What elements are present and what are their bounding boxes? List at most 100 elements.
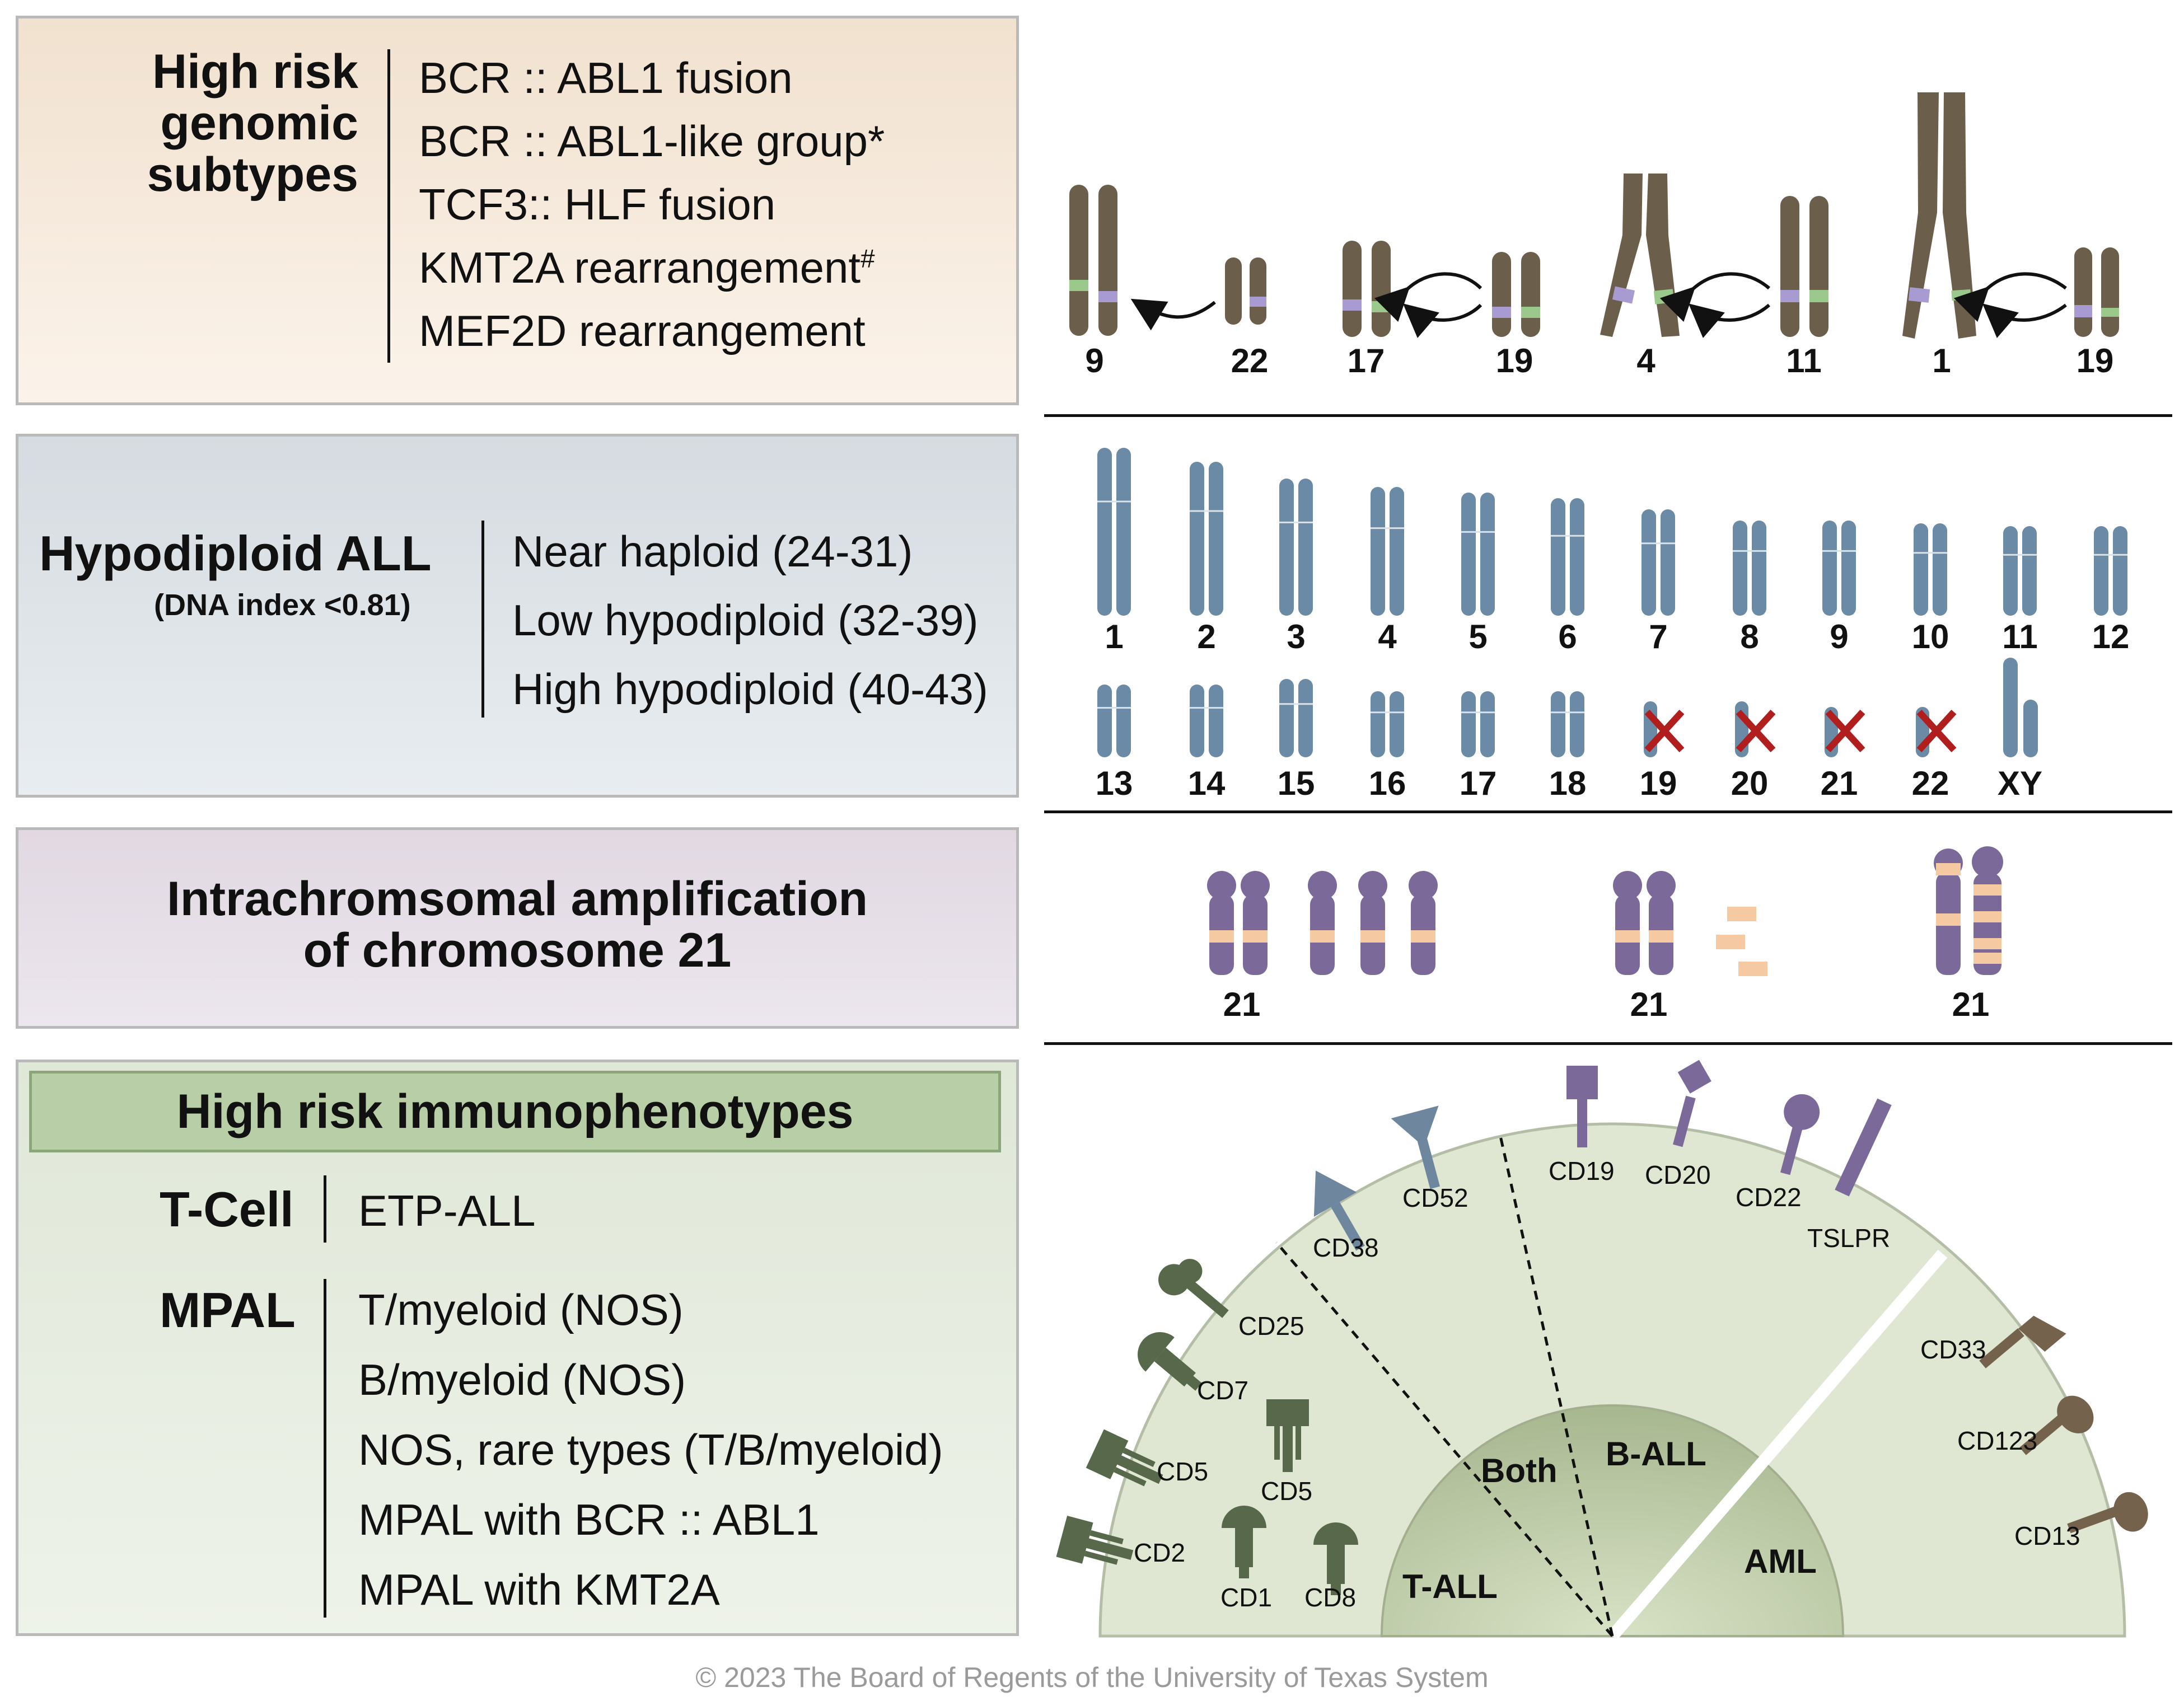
chromosome-label: 4 [1636,342,1655,379]
surface-marker-icon [1086,1429,1163,1487]
lineage-zone-label: Both [1481,1452,1558,1489]
chromosome-icon [1461,493,1495,616]
immunophenotype-panel [16,1060,1019,1636]
marker-label: CD1 [1220,1583,1272,1612]
mpal-item: MPAL with BCR :: ABL1 [358,1495,820,1544]
genomic-heading-line: subtypes [147,148,358,201]
tcell-label: T-Cell [160,1182,294,1237]
surface-marker-icon [1313,1522,1358,1595]
chromosome-label: 19 [2077,342,2114,379]
cross-icon [1825,709,1865,753]
chromosome-icon [1822,521,1856,616]
chromosome-label: 9 [1085,342,1103,379]
chromosome-icon [1551,691,1584,757]
chromosome-21-icon [1207,871,1236,975]
surface-marker-icon [2067,1492,2148,1534]
chromosome-label: 7 [1649,618,1667,655]
marker-label: CD19 [1549,1156,1615,1185]
mpal-label: MPAL [160,1282,296,1338]
chromosome-label: 14 [1188,765,1226,802]
chromosome-21-icon [1358,871,1387,975]
surface-marker-icon [1979,1315,2066,1368]
surface-marker-icon [1673,1060,1711,1147]
chromosome-label: 1 [1105,618,1123,655]
marker-label: CD8 [1304,1583,1356,1612]
chromosome-label: 17 [1348,342,1385,379]
hypodiploid-item: Low hypodiploid (32-39) [512,596,979,645]
chromosome-21-icon [1409,871,1438,975]
amplified-fragments [1716,907,1767,976]
chromosome-icon [1461,691,1495,757]
separator-line [1044,1042,2172,1045]
surface-marker-icon [1835,1098,1892,1197]
hypodiploid-divider [481,521,484,718]
surface-marker-icon [1222,1506,1266,1578]
chromosome-label: 21 [1821,765,1858,802]
surface-marker-icon [1566,1066,1598,1147]
chromosome-label: 4 [1378,618,1397,655]
hypodiploid-item: High hypodiploid (40-43) [512,664,988,714]
lineage-zone-label: B-ALL [1606,1435,1706,1473]
marker-label: CD5 [1157,1457,1208,1486]
chromosome-icon [1641,509,1675,616]
mpal-item: MPAL with KMT2A [358,1565,720,1614]
genomic-item-text: KMT2A rearrangement [419,243,861,292]
surface-marker-icon [1158,1259,1229,1318]
hypodiploid-heading: Hypodiploid ALL [39,526,432,581]
chromosome-pair-icon [1343,241,1540,337]
chromosome-icon [1371,487,1404,616]
immunophenotype-heading-bar [29,1071,1001,1152]
chromosome-icon [1279,679,1313,757]
chromosome-label: 12 [2092,618,2130,655]
chromosome-label: 5 [1469,618,1487,655]
chromosome-label: 3 [1287,618,1305,655]
chromosome-21-icon [1613,871,1642,975]
immunophenotype-heading: High risk immunophenotypes [176,1085,854,1138]
iamp21-heading-line: Intrachromsomal amplification [166,872,868,926]
iamp21-panel [16,827,1019,1029]
genomic-item: TCF3:: HLF fusion [419,180,776,229]
marker-label: CD7 [1197,1376,1248,1405]
hypodiploid-panel [16,434,1019,798]
genomic-item: BCR :: ABL1 fusion [419,53,793,102]
chromosome-label: 19 [1496,342,1533,379]
chromosome-label: 17 [1460,765,1497,802]
chromosome-icon [1097,448,1131,616]
chromosome-label: 2 [1197,618,1215,655]
chromosome-label: 10 [1912,618,1949,655]
separator-line [1044,810,2172,813]
surface-marker-icon [1266,1399,1309,1472]
marker-label: CD5 [1261,1477,1312,1506]
genomic-item: MEF2D rearrangement [419,306,866,355]
iamp21-heading: Intrachromsomal amplification of chromos… [16,873,1019,976]
lineage-zone-label: T-ALL [1402,1568,1498,1605]
immunophenotype-semicircle [1098,1122,2126,1641]
cross-icon [1736,709,1776,753]
genomic-divider [387,49,390,363]
chromosome-label: 15 [1278,765,1315,802]
translocation-arrow [1688,303,1770,339]
mpal-divider [324,1279,326,1618]
hypodiploid-item: Near haploid (24-31) [512,527,913,576]
copyright-notice: © 2023 The Board of Regents of the Unive… [695,1662,1489,1693]
chromosome-21-icon [1241,871,1270,975]
chromosome-label: 19 [1640,765,1677,802]
marker-label: CD52 [1402,1183,1469,1212]
surface-marker-icon [1391,1105,1440,1189]
chromosome-icon [2003,658,2038,757]
kmt2a-footnote-mark: # [860,244,875,273]
chromosome-icon [1733,521,1766,616]
genomic-item: KMT2A rearrangement# [419,242,875,293]
translocation-arrow [1953,272,2067,322]
chromosome-label: 22 [1231,342,1269,379]
surface-marker-icon [2019,1395,2094,1455]
marker-label: CD123 [1957,1426,2037,1455]
chromosome-label: 21 [1630,986,1668,1023]
translocation-diagram [1069,92,2119,339]
chromosome-21-icon [1934,849,1963,975]
marker-label: CD25 [1238,1311,1304,1341]
chromosome-label: 9 [1830,618,1848,655]
